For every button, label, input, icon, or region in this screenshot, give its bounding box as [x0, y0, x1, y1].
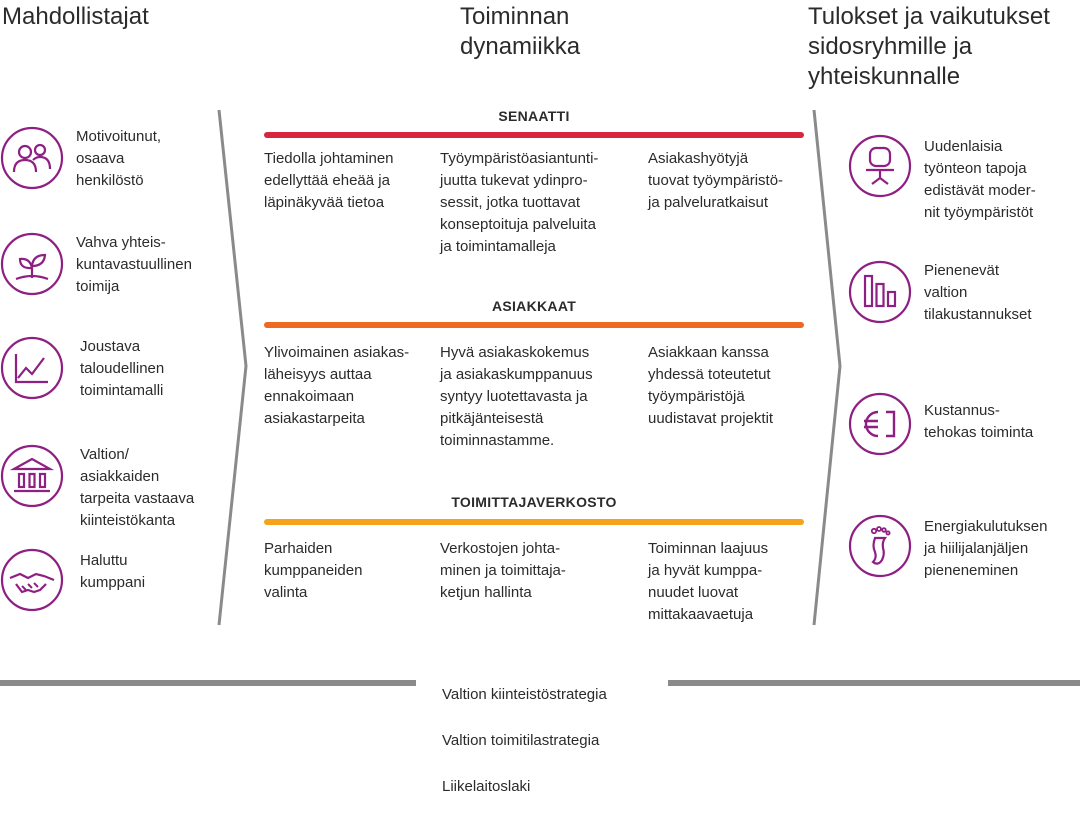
footer-line-2: Liikelaitoslaki [442, 778, 531, 795]
senaatti-item-0: Tiedolla johtaminen edellyttää eheää ja … [264, 150, 394, 211]
section-bar-senaatti [264, 132, 804, 138]
toimittajaverkosto-item-0: Parhaiden kumppaneiden valinta [264, 540, 363, 601]
enablers-column-title: Mahdollistajat [2, 3, 149, 30]
section-title-toimittajaverkosto: TOIMITTAJAVERKOSTO [451, 494, 617, 510]
result-label-0: Uudenlaisia työnteon tapoja edistävät mo… [924, 138, 1036, 221]
result-label-2: Kustannus- tehokas toiminta [924, 402, 1034, 441]
sprout-icon [0, 232, 64, 296]
results-column-title: Tulokset ja vaikutukset sidosryhmille ja… [808, 3, 1050, 90]
enabler-label-4: Haluttu kumppani [80, 552, 146, 591]
result-label-1: Pienenevät valtion tilakustannukset [924, 262, 1032, 323]
section-title-asiakkaat: ASIAKKAAT [491, 298, 577, 314]
section-title-senaatti: SENAATTI [498, 108, 570, 124]
enabler-label-3: Valtion/ asiakkaiden tarpeita vastaava k… [80, 446, 195, 529]
euro-icon [848, 392, 912, 456]
right-chevron-divider [812, 109, 842, 626]
left-chevron-divider [217, 109, 248, 626]
divider-lines [0, 109, 1080, 686]
people-icon [0, 126, 64, 190]
footer-line-0: Valtion kiinteistöstrategia [442, 686, 607, 703]
asiakkaat-item-0: Ylivoimainen asiakas- läheisyys auttaa e… [264, 344, 410, 427]
asiakkaat-item-1: Hyvä asiakaskokemus ja asiakaskumppanuus… [440, 344, 593, 449]
footer-line-1: Valtion toimitilastrategia [442, 732, 600, 749]
toimittajaverkosto-item-1: Verkostojen johta- minen ja toimittaja- … [440, 540, 566, 601]
bar-chart-icon [848, 260, 912, 324]
dynamics-column-title: Toiminnan dynamiikka [460, 3, 581, 60]
result-label-3: Energiakulutuksen ja hiilijalanjäljen pi… [924, 518, 1048, 579]
senaatti-item-2: Asiakashyötyjä tuovat työympäristö- ja p… [648, 150, 784, 211]
enabler-label-1: Vahva yhteis- kuntavastuullinen toimija [76, 234, 192, 295]
line-chart-icon [0, 336, 64, 400]
senaatti-item-1: Työympäristöasiantunti- juutta tukevat y… [440, 150, 599, 255]
chair-icon [848, 134, 912, 198]
footprint-icon [848, 514, 912, 578]
section-bar-asiakkaat [264, 322, 804, 328]
toimittajaverkosto-item-2: Toiminnan laajuus ja hyvät kumppa- nuude… [648, 540, 769, 623]
handshake-icon [0, 548, 64, 612]
enabler-label-0: Motivoitunut, osaava henkilöstö [76, 128, 162, 189]
asiakkaat-item-2: Asiakkaan kanssa yhdessä toteutetut työy… [648, 344, 774, 427]
enabler-label-2: Joustava taloudellinen toimintamalli [80, 338, 165, 399]
footer-strategies: Valtion kiinteistöstrategia Valtion toim… [442, 660, 607, 821]
building-icon [0, 444, 64, 508]
section-bar-toimittajaverkosto [264, 519, 804, 525]
